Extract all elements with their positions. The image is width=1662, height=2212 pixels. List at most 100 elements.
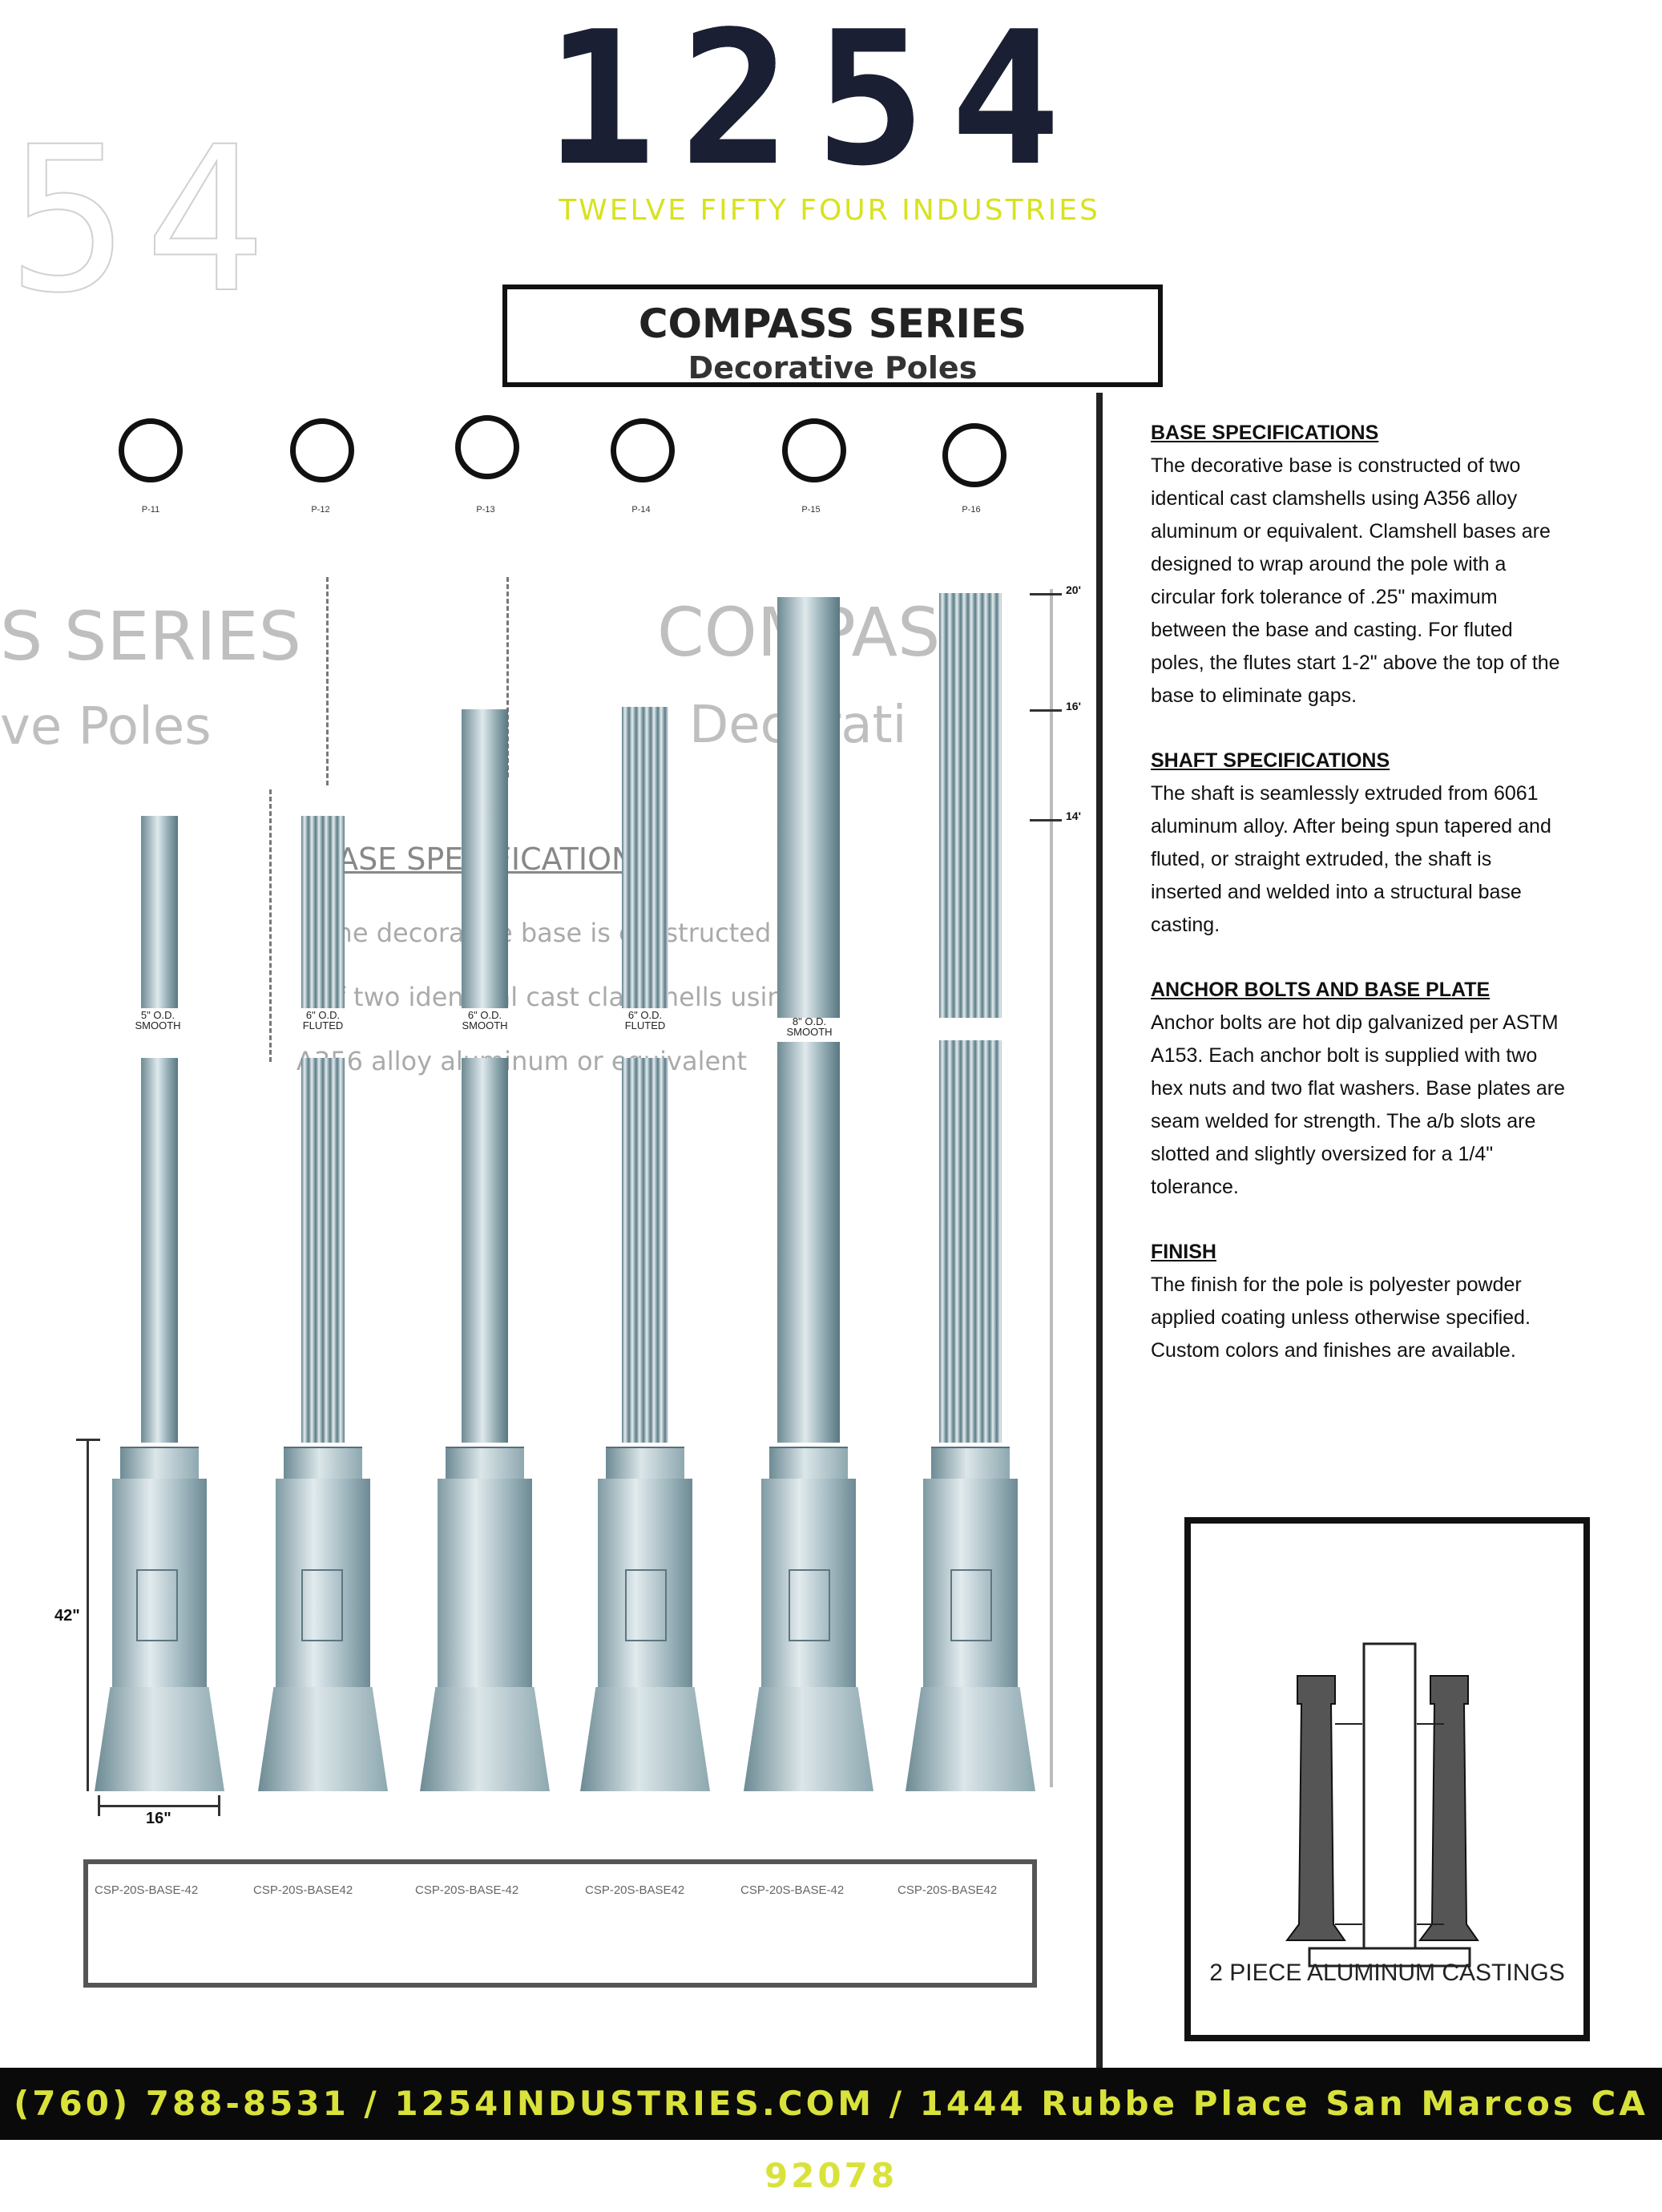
ghost-logo-watermark: 54 bbox=[7, 103, 282, 337]
casting-pole-outline bbox=[1362, 1642, 1417, 1950]
casting-plate-outline bbox=[1308, 1947, 1471, 1968]
casting-left-half bbox=[1285, 1675, 1346, 1941]
pole-4-gap-label: 6" O.D. FLUTED bbox=[624, 1009, 666, 1031]
pole-6-section-icon bbox=[942, 423, 1006, 487]
casting-diagram bbox=[1285, 1642, 1479, 1968]
pole-5-section-icon bbox=[782, 418, 846, 482]
anchor-spec-text: Anchor bolts are hot dip galvanized per … bbox=[1151, 1011, 1565, 1198]
height-tick-16 bbox=[1030, 709, 1062, 712]
pole-4-base-panel bbox=[625, 1569, 667, 1641]
pole-3-label: P-13 bbox=[476, 505, 495, 515]
guide-line-1 bbox=[326, 577, 329, 785]
base-width-label: 16" bbox=[146, 1810, 171, 1827]
pole-6-shaft-top bbox=[939, 593, 1002, 1018]
company-logo: 1254 TWELVE FIFTY FOUR INDUSTRIES bbox=[545, 0, 1122, 228]
shaft-spec-text: The shaft is seamlessly extruded from 60… bbox=[1151, 782, 1551, 936]
pole-3-shaft-bottom bbox=[462, 1058, 508, 1443]
anchor-spec-heading: ANCHOR BOLTS AND BASE PLATE bbox=[1151, 979, 1491, 1001]
pole-3-section-icon bbox=[455, 415, 519, 479]
pole-1-base-body bbox=[112, 1479, 207, 1687]
specifications-column: BASE SPECIFICATIONS The decorative base … bbox=[1151, 417, 1567, 1399]
pole-4-base-body bbox=[598, 1479, 692, 1687]
pole-1-base-panel bbox=[136, 1569, 178, 1641]
pole-5-base-body bbox=[761, 1479, 856, 1687]
logo-tagline: TWELVE FIFTY FOUR INDUSTRIES bbox=[559, 194, 1100, 227]
pole-3-gap-label: 6" O.D. SMOOTH bbox=[462, 1009, 508, 1031]
base-width-dimension-line bbox=[98, 1805, 220, 1807]
pole-2-base-body bbox=[276, 1479, 370, 1687]
pole-2-shaft-bottom bbox=[301, 1058, 345, 1443]
pole-1-base-cap bbox=[120, 1447, 199, 1480]
guide-line-2 bbox=[506, 577, 509, 777]
pole-4-base-cap bbox=[606, 1447, 684, 1480]
base-height-tick-top bbox=[76, 1439, 100, 1441]
casting-right-half bbox=[1418, 1675, 1479, 1941]
pole-6-shaft-bottom bbox=[939, 1040, 1002, 1443]
base-spec-text: The decorative base is constructed of tw… bbox=[1151, 454, 1560, 707]
base-width-tick-left bbox=[98, 1795, 100, 1816]
pole-3-base-foot bbox=[420, 1687, 550, 1791]
pole-2-gap-label: 6" O.D. FLUTED bbox=[302, 1009, 344, 1031]
ghost-series-text: S SERIES bbox=[0, 597, 301, 676]
height-label-16: 16' bbox=[1066, 700, 1081, 712]
pole-5-base-foot bbox=[744, 1687, 873, 1791]
base-height-label: 42" bbox=[54, 1607, 80, 1625]
part-number-1: CSP-20S-BASE-42 bbox=[95, 1883, 199, 1897]
pole-4-section-icon bbox=[611, 418, 675, 482]
height-label-20: 20' bbox=[1066, 583, 1081, 596]
ghost-base-line3: A356 alloy aluminum or equivalent bbox=[296, 1046, 747, 1076]
pole-3-base-cap bbox=[446, 1447, 524, 1480]
height-dimension-line bbox=[1050, 589, 1053, 1787]
shaft-spec-heading: SHAFT SPECIFICATIONS bbox=[1151, 749, 1390, 772]
base-spec-heading: BASE SPECIFICATIONS bbox=[1151, 422, 1379, 444]
pole-2-section-icon bbox=[290, 418, 354, 482]
pole-6-base-body bbox=[923, 1479, 1018, 1687]
pole-1-base-foot bbox=[95, 1687, 224, 1791]
pole-3-shaft-top bbox=[462, 709, 508, 1008]
pole-5-gap-label: 8" O.D. SMOOTH bbox=[786, 1015, 833, 1038]
pole-6-base-foot bbox=[906, 1687, 1035, 1791]
base-height-dimension-line bbox=[87, 1439, 89, 1791]
guide-line-3 bbox=[269, 789, 272, 1062]
series-subtitle: Decorative Poles bbox=[688, 350, 978, 385]
pole-1-label: P-11 bbox=[141, 505, 160, 515]
pole-5-shaft-bottom bbox=[777, 1042, 840, 1443]
part-number-4: CSP-20S-BASE42 bbox=[585, 1883, 685, 1897]
pole-5-base-panel bbox=[789, 1569, 830, 1641]
pole-6-label: P-16 bbox=[962, 505, 981, 515]
pole-4-shaft-bottom bbox=[622, 1058, 668, 1443]
pole-5-base-cap bbox=[769, 1447, 848, 1480]
pole-5-shaft-top bbox=[777, 597, 840, 1018]
series-title: COMPASS SERIES bbox=[638, 301, 1027, 347]
part-number-2: CSP-20S-BASE42 bbox=[253, 1883, 353, 1897]
pole-3-base-body bbox=[438, 1479, 532, 1687]
height-label-14: 14' bbox=[1066, 809, 1081, 822]
column-divider bbox=[1096, 393, 1103, 2068]
part-number-5: CSP-20S-BASE-42 bbox=[740, 1883, 845, 1897]
pole-6-base-cap bbox=[931, 1447, 1010, 1480]
title-box: COMPASS SERIES Decorative Poles bbox=[502, 285, 1163, 387]
pole-1-shaft-bottom bbox=[141, 1058, 178, 1443]
pole-1-gap-label: 5" O.D. SMOOTH bbox=[135, 1009, 181, 1031]
casting-caption: 2 PIECE ALUMINUM CASTINGS bbox=[1209, 1960, 1565, 1986]
height-tick-20 bbox=[1030, 593, 1062, 595]
footer-contact-text: (760) 788-8531 / 1254INDUSTRIES.COM / 14… bbox=[14, 2084, 1648, 2195]
ghost-base-line1: The decorative base is constructed bbox=[321, 918, 772, 948]
height-tick-14 bbox=[1030, 819, 1062, 821]
pole-6-base-panel bbox=[950, 1569, 992, 1641]
base-width-tick-right bbox=[218, 1795, 220, 1816]
ghost-poles-text: ve Poles bbox=[0, 697, 212, 757]
finish-heading: FINISH bbox=[1151, 1241, 1216, 1263]
pole-5-label: P-15 bbox=[801, 505, 821, 515]
footer-bar: (760) 788-8531 / 1254INDUSTRIES.COM / 14… bbox=[0, 2068, 1662, 2195]
pole-2-shaft-top bbox=[301, 816, 345, 1008]
pole-4-shaft-top bbox=[622, 707, 668, 1008]
pole-2-base-foot bbox=[258, 1687, 388, 1791]
logo-digits: 1254 bbox=[545, 0, 1085, 207]
pole-4-base-foot bbox=[580, 1687, 710, 1791]
part-number-6: CSP-20S-BASE42 bbox=[898, 1883, 998, 1897]
part-numbers-box: CSP-20S-BASE-42 CSP-20S-BASE42 CSP-20S-B… bbox=[83, 1859, 1037, 1988]
pole-2-base-cap bbox=[284, 1447, 362, 1480]
pole-2-label: P-12 bbox=[311, 505, 330, 515]
part-number-3: CSP-20S-BASE-42 bbox=[415, 1883, 519, 1897]
